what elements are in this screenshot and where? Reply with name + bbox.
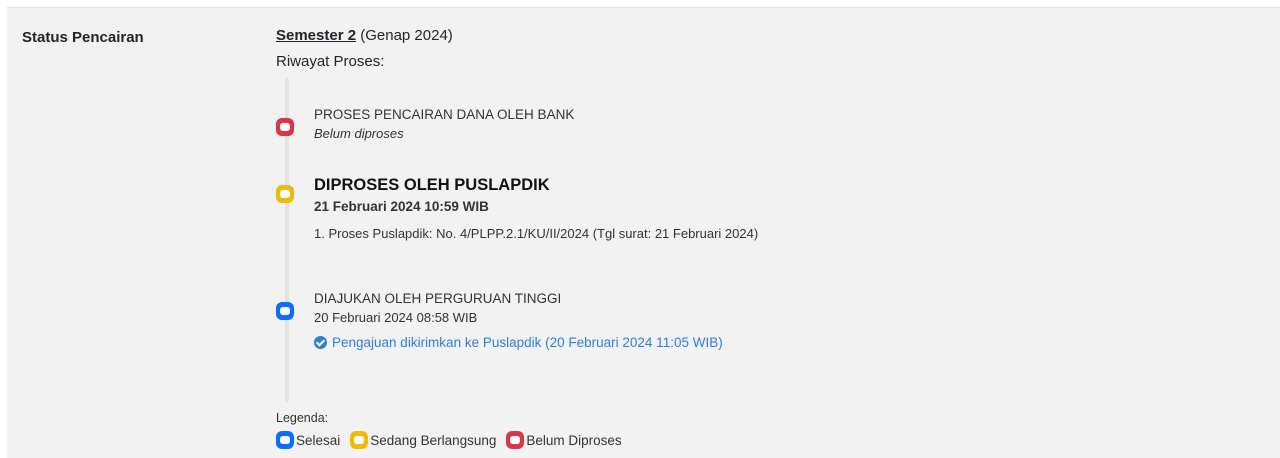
semester-period: (Genap 2024) [356,27,453,44]
legend-pending-icon [506,431,525,449]
step-title: DIPROSES OLEH PUSLAPDIK [314,176,550,194]
status-marker-done-icon [276,302,294,320]
step-subtitle: 20 Februari 2024 08:58 WIB [314,310,478,325]
row-label: Status Pencairan [22,29,144,46]
status-panel: Status Pencairan Semester 2 (Genap 2024)… [7,7,1280,458]
step-title: DIAJUKAN OLEH PERGURUAN TINGGI [314,291,562,306]
legend-item-done: Selesai [276,431,340,449]
step-subtitle: Belum diproses [314,126,404,141]
status-marker-pending-icon [276,118,294,136]
timeline-line [285,78,289,402]
semester-line: Semester 2 (Genap 2024) [276,27,453,44]
legend: Selesai Sedang Berlangsung Belum Diprose… [276,431,632,449]
legend-label: Sedang Berlangsung [370,432,497,448]
step-detail: 1. Proses Puslapdik: No. 4/PLPP.2.1/KU/I… [314,226,759,241]
timeline-step-bank: PROSES PENCAIRAN DANA OLEH BANK Belum di… [314,107,574,141]
submission-link[interactable]: Pengajuan dikirimkan ke Puslapdik (20 Fe… [314,335,723,350]
status-content: Semester 2 (Genap 2024) Riwayat Proses: … [276,8,1276,458]
legend-label: Selesai [296,432,341,448]
step-subtitle: 21 Februari 2024 10:59 WIB [314,199,489,214]
legend-done-icon [276,431,294,449]
semester-link[interactable]: Semester 2 [276,27,357,44]
step-title: PROSES PENCAIRAN DANA OLEH BANK [314,107,575,122]
timeline-step-perguruan-tinggi: DIAJUKAN OLEH PERGURUAN TINGGI 20 Februa… [314,291,723,350]
legend-label: Belum Diproses [526,432,622,448]
legend-item-in-progress: Sedang Berlangsung [350,431,496,449]
legend-in-progress-icon [350,431,369,449]
timeline-step-puslapdik: DIPROSES OLEH PUSLAPDIK 21 Februari 2024… [314,176,758,241]
history-title: Riwayat Proses: [276,53,385,70]
legend-item-pending: Belum Diproses [506,431,622,449]
check-circle-icon [314,336,327,349]
submission-link-text[interactable]: Pengajuan dikirimkan ke Puslapdik (20 Fe… [332,335,723,350]
status-marker-in-progress-icon [276,185,294,203]
legend-title: Legenda: [276,411,329,425]
